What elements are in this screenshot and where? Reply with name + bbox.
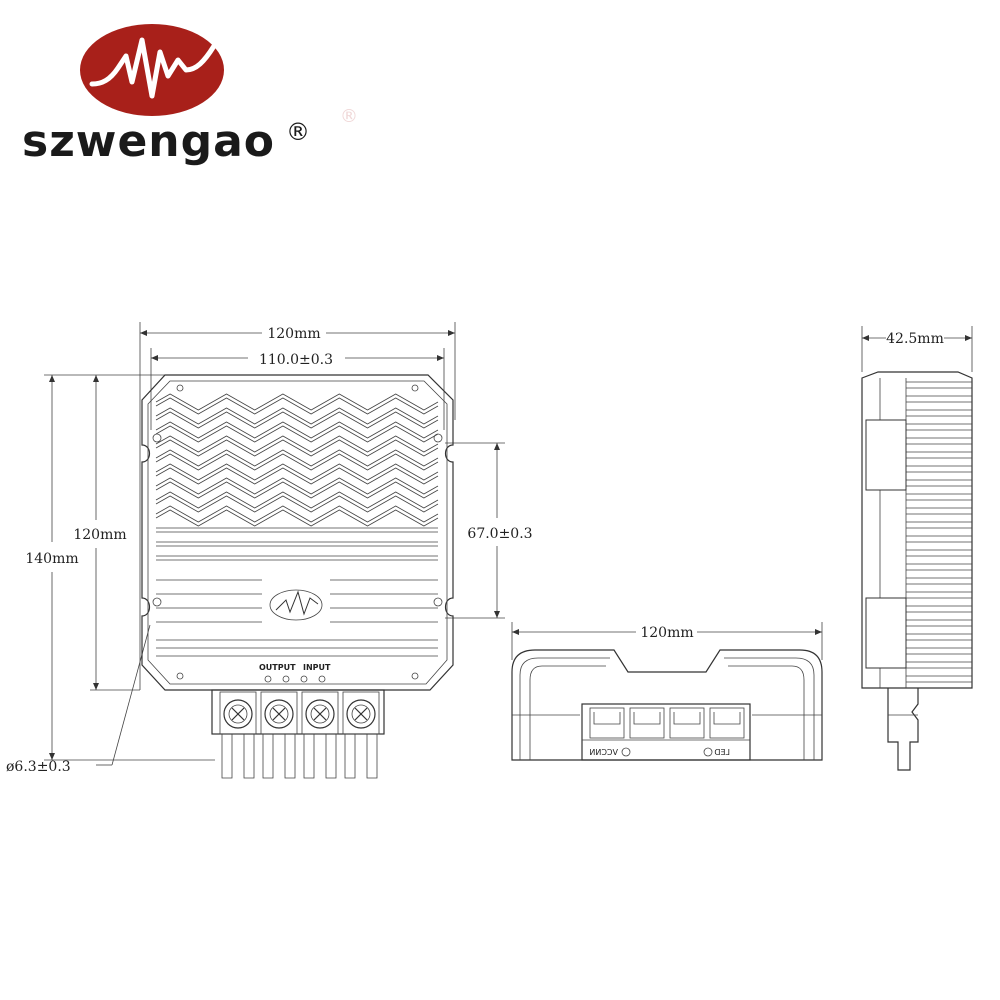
fin-wave — [155, 435, 439, 453]
screw-slot — [231, 707, 245, 721]
terminal-cell — [260, 691, 298, 735]
registered-mark-faint: ® — [340, 106, 358, 127]
screw-icon — [223, 699, 253, 729]
fin-wave — [155, 449, 439, 467]
terminal-leg — [303, 734, 315, 779]
front-view: 120mm 110.0±0.3 140mm 120mm 67.0±0.3 ø6.… — [6, 322, 533, 779]
screw-icon — [264, 699, 294, 729]
screw-head — [269, 704, 289, 724]
screw-icon — [346, 699, 376, 729]
led-indicators — [264, 675, 326, 683]
fin-wave-edge — [155, 467, 439, 485]
label-vccnn: VCCNN — [589, 748, 618, 757]
brand-logo: szwengao ® ® — [22, 24, 358, 167]
front-fins — [155, 393, 439, 657]
logo-ellipse — [80, 24, 224, 116]
mount-hole-bottom-right — [433, 597, 443, 607]
socket-inner — [713, 712, 741, 725]
fin-wave-edge — [155, 481, 439, 499]
logo-pulse-icon — [89, 37, 217, 99]
fin-wave — [155, 463, 439, 481]
screw-icon — [305, 699, 335, 729]
terminal-block — [211, 689, 385, 735]
terminal-leg — [344, 734, 356, 779]
screw-head — [310, 704, 330, 724]
dim-front-width: 120mm — [267, 326, 320, 342]
terminal-leg — [325, 734, 337, 779]
screw-slot — [272, 707, 286, 721]
fin-wave — [155, 491, 439, 509]
fin-wave — [155, 393, 439, 411]
mount-hole-top-left — [152, 433, 162, 443]
terminal-cell — [219, 691, 257, 735]
mount-hole-bottom-left — [152, 597, 162, 607]
vccnn-indicator-icon — [621, 747, 631, 757]
screw-head — [351, 704, 371, 724]
socket — [669, 707, 705, 739]
socket — [629, 707, 665, 739]
terminal-leg — [262, 734, 274, 779]
dim-hole-spacing-y: 67.0±0.3 — [467, 526, 532, 542]
socket-inner — [593, 712, 621, 725]
bottom-view: 120mm VCCNN LED — [511, 622, 823, 761]
fin-wave-edge — [155, 425, 439, 443]
dim-hole-spacing-x: 110.0±0.3 — [259, 352, 333, 368]
side-view: 42.5mm — [861, 326, 973, 771]
label-output: OUTPUT — [259, 663, 296, 672]
fin-wave — [155, 421, 439, 439]
terminal-leg — [284, 734, 296, 779]
terminal-leg — [366, 734, 378, 779]
side-body-outline — [861, 371, 973, 689]
dim-front-height-body: 120mm — [73, 527, 126, 543]
bottom-connector-block — [581, 703, 751, 761]
dim-front-height-total: 140mm — [25, 551, 78, 567]
fin-wave-edge — [155, 439, 439, 457]
led-indicator-icon — [703, 747, 713, 757]
fin-wave — [155, 477, 439, 495]
brand-wordmark: szwengao — [22, 116, 275, 167]
dim-side-depth: 42.5mm — [886, 331, 944, 347]
fin-wave-edge — [155, 509, 439, 527]
side-terminal-stub — [887, 688, 919, 771]
terminal-leg — [243, 734, 255, 779]
fin-wave-edge — [155, 453, 439, 471]
case-logo-icon — [269, 589, 323, 621]
terminal-cell — [301, 691, 339, 735]
socket — [709, 707, 745, 739]
terminal-screws — [219, 691, 380, 779]
side-boss-upper — [865, 419, 907, 491]
screw-head — [228, 704, 248, 724]
label-led: LED — [714, 748, 730, 757]
bottom-sockets — [589, 707, 745, 739]
registered-mark: ® — [286, 118, 310, 146]
socket-inner — [633, 712, 661, 725]
side-boss-lower — [865, 597, 907, 669]
label-input: INPUT — [303, 663, 331, 672]
socket — [589, 707, 625, 739]
terminal-leg — [221, 734, 233, 779]
dim-bottom-width: 120mm — [640, 625, 693, 641]
fin-wave — [155, 505, 439, 523]
screw-slot — [354, 707, 368, 721]
fin-wave-edge — [155, 411, 439, 429]
dim-hole-diameter: ø6.3±0.3 — [6, 759, 71, 775]
fin-wave — [155, 407, 439, 425]
fin-wave-edge — [155, 397, 439, 415]
bottom-body-outline — [511, 649, 823, 761]
fin-wave-edge — [155, 495, 439, 513]
socket-inner — [673, 712, 701, 725]
terminal-cell — [342, 691, 380, 735]
screw-slot — [313, 707, 327, 721]
